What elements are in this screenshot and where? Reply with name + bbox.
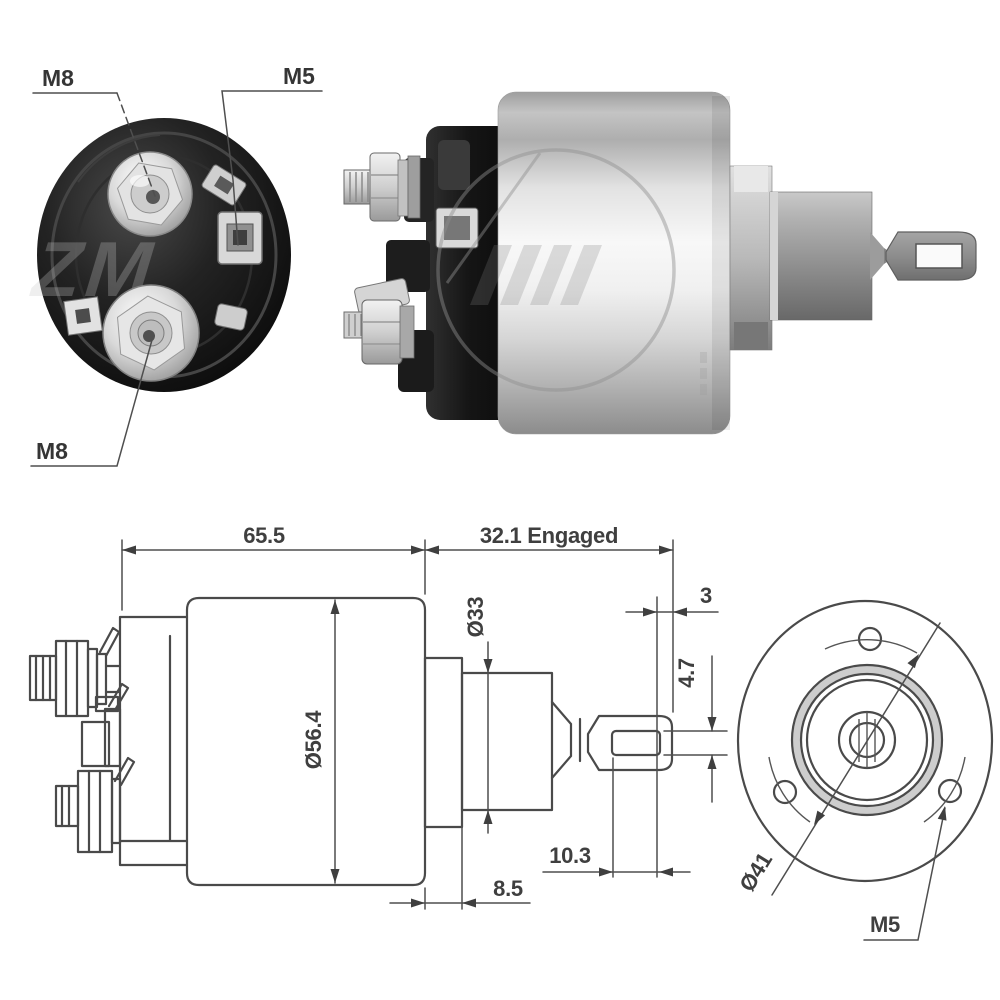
photo-plunger-eye xyxy=(870,231,977,281)
dim-bolt-circle: Ø41 xyxy=(734,622,941,896)
svg-text:3: 3 xyxy=(700,583,712,608)
svg-text:M5: M5 xyxy=(870,912,900,937)
dim-flange-depth: 8.5 xyxy=(389,876,531,908)
dim-eye-end: 3 xyxy=(625,583,719,617)
drawing-flange-outer xyxy=(736,599,994,883)
svg-text:8.5: 8.5 xyxy=(493,876,523,901)
mount-hole-left xyxy=(772,779,798,805)
drawing-terminal-bolt-bottom xyxy=(54,756,136,854)
mount-hole-right xyxy=(937,778,963,804)
side-view-drawing: 65.5 32.1 Engaged 3 4.7 10.3 xyxy=(28,523,728,910)
svg-text:Ø33: Ø33 xyxy=(463,597,488,638)
dim-collar-diameter: Ø33 xyxy=(463,597,493,834)
svg-text:Ø41: Ø41 xyxy=(734,848,777,896)
svg-text:32.1 Engaged: 32.1 Engaged xyxy=(480,523,618,548)
drawing-main-body xyxy=(185,596,427,887)
leader-m8-bottom xyxy=(30,339,153,467)
svg-text:4.7: 4.7 xyxy=(674,658,699,688)
bolt-circle-arcs xyxy=(768,639,966,823)
drawing-terminal-mid xyxy=(80,682,130,768)
rear-terminal-m5 xyxy=(217,211,263,265)
rear-bracket xyxy=(201,164,247,206)
hex-nut xyxy=(369,152,401,222)
label-m8-top: M8 xyxy=(42,65,74,91)
dim-slot-width: 4.7 xyxy=(674,655,717,803)
label-m8-bottom: M8 xyxy=(36,438,68,464)
dim-mount-thread: M5 xyxy=(863,805,950,941)
svg-text:Ø56.4: Ø56.4 xyxy=(301,710,326,769)
svg-text:65.5: 65.5 xyxy=(243,523,285,548)
photo-step-ring xyxy=(729,165,773,351)
rear-terminal-bolt-bottom xyxy=(102,284,200,382)
end-view-drawing: Ø41 M5 xyxy=(734,599,994,941)
rear-small-nub xyxy=(214,303,248,331)
rear-side-lug xyxy=(63,296,103,336)
leader-m5 xyxy=(221,90,323,246)
drawing-fork-eye xyxy=(586,714,674,772)
fork-eye-hole xyxy=(915,243,963,269)
photo-terminal-bolt-top xyxy=(343,152,421,222)
drawing-spigot-ring-inner xyxy=(799,672,935,808)
dim-engaged: 32.1 Engaged xyxy=(424,523,674,555)
photo-terminal-bolt-bottom xyxy=(343,278,415,365)
drawing-collar xyxy=(460,671,554,812)
drawing-terminal-bolt-top xyxy=(28,626,122,718)
dim-slot-length: 10.3 xyxy=(542,843,691,877)
extension-lines xyxy=(121,539,728,910)
side-view-photo xyxy=(343,91,977,435)
dim-body-diameter: Ø56.4 xyxy=(301,599,340,884)
dim-body-length: 65.5 xyxy=(121,523,426,555)
rear-terminal-bolt-top xyxy=(107,151,193,237)
mount-hole-top xyxy=(857,626,883,652)
rear-view-photo: ZM xyxy=(27,63,323,467)
label-m5: M5 xyxy=(283,63,315,89)
drawing-fork-slot xyxy=(610,729,662,757)
drawing-spigot-ring-outer xyxy=(790,663,944,817)
zm-watermark-side xyxy=(436,148,707,395)
drawing-front-flange xyxy=(423,656,464,829)
hex-nut xyxy=(361,299,403,365)
photo-rear-cap xyxy=(386,126,512,420)
rear-callouts: M8 M5 M8 xyxy=(30,63,323,467)
drawing-plunger-boot xyxy=(550,700,582,780)
photo-front-cylinder xyxy=(769,191,873,321)
svg-text:10.3: 10.3 xyxy=(549,843,591,868)
drawing-rear-cap xyxy=(118,615,189,867)
